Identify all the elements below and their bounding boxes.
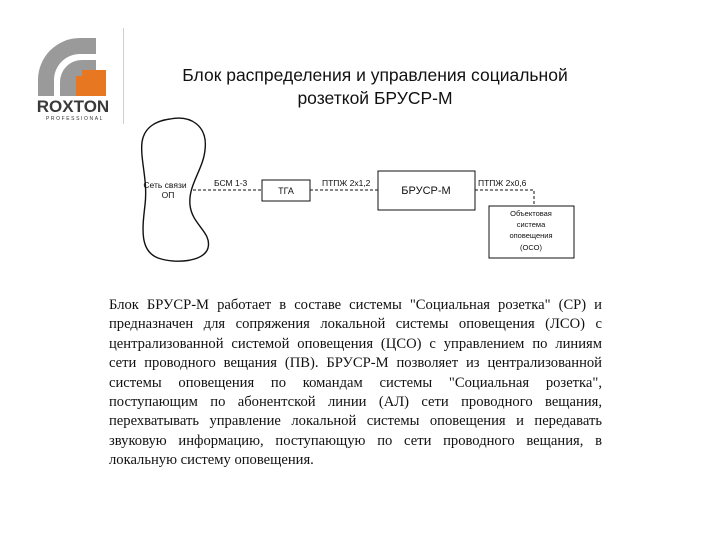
oso-box (488, 205, 575, 259)
logo-divider (123, 28, 124, 124)
link1-label: БСМ 1-3 (214, 178, 248, 188)
brusr-label: БРУСР-М (401, 185, 450, 197)
slide-title: Блок распределения и управления социальн… (140, 64, 610, 110)
logo-brand: ROXTON (36, 97, 110, 116)
oso-line4: (ОСО) (520, 243, 542, 252)
logo-subtitle: PROFESSIONAL (45, 116, 105, 122)
link2-label: ПТПЖ 2х1,2 (322, 178, 371, 188)
tga-label: ТГА (278, 186, 294, 196)
title-line-2: розеткой БРУСР-М (297, 88, 453, 108)
network-cloud-shape (140, 117, 210, 262)
network-label-line1: Сеть связи (143, 180, 186, 190)
oso-line1: Объектовая (510, 209, 552, 218)
link-pt-2 (475, 189, 535, 206)
logo-mark-icon (38, 38, 106, 96)
roxton-logo: ROXTON PROFESSIONAL (30, 30, 120, 130)
block-diagram: Сеть связи ОП БСМ 1-3 ТГА ПТПЖ 2х1,2 БРУ… (140, 117, 575, 262)
network-label-line2: ОП (162, 190, 175, 200)
link3-label: ПТПЖ 2х0,6 (478, 178, 527, 188)
oso-line3: оповещения (509, 231, 552, 240)
oso-line2: система (517, 220, 546, 229)
title-line-1: Блок распределения и управления социальн… (182, 65, 568, 85)
description-paragraph: Блок БРУСР-М работает в составе системы … (109, 297, 602, 469)
